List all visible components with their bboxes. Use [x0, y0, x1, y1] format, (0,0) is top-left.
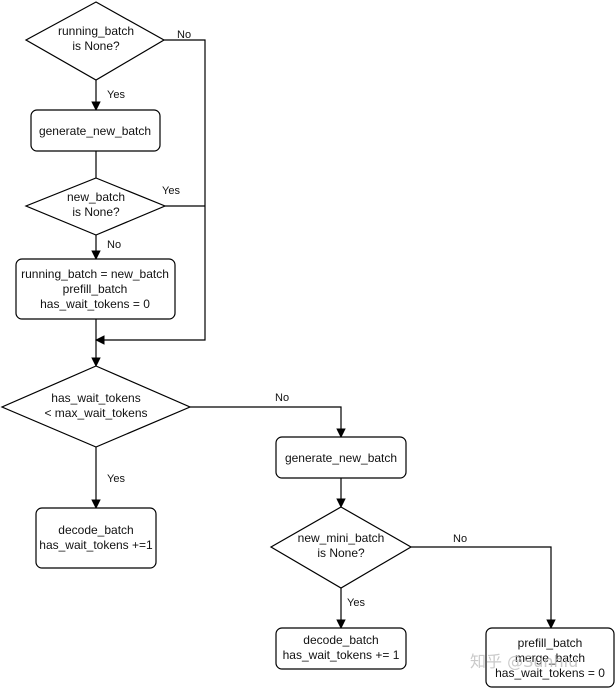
process-generate-new-batch-1-label: generate_new_batch [39, 124, 151, 138]
edge-labels: No Yes Yes No No Yes No Yes [107, 29, 467, 609]
process-decode-batch-2-line-1: decode_batch [303, 633, 378, 647]
decision-new-mini-batch: new_mini_batch is None? [269, 506, 413, 589]
process-prefill-running-batch-line-2: prefill_batch [63, 282, 128, 296]
label-d2-yes: Yes [162, 185, 180, 197]
label-d3-yes: Yes [107, 473, 125, 485]
process-decode-batch-2: decode_batch has_wait_tokens += 1 [275, 627, 407, 670]
process-prefill-running-batch-line-3: has_wait_tokens = 0 [40, 297, 150, 311]
decision-new-batch-line-1: new_batch [67, 190, 125, 204]
process-decode-batch-1-line-2: has_wait_tokens +=1 [39, 538, 153, 552]
label-d1-yes: Yes [107, 89, 125, 101]
edge-d4-no [411, 546, 556, 629]
label-d4-no: No [453, 533, 467, 545]
edge-d1-no [95, 39, 206, 345]
decision-new-batch-line-2: is None? [72, 205, 120, 219]
process-prefill-merge-batch-line-3: has_wait_tokens = 0 [495, 666, 605, 680]
process-generate-new-batch-2: generate_new_batch [275, 436, 407, 479]
process-generate-new-batch-2-label: generate_new_batch [285, 451, 397, 465]
label-d4-yes: Yes [347, 597, 365, 609]
process-prefill-running-batch-line-1: running_batch = new_batch [21, 267, 169, 281]
decision-new-batch: new_batch is None? [24, 177, 167, 236]
decision-running-batch-line-2: is None? [72, 39, 120, 53]
edges [91, 39, 556, 629]
process-prefill-merge-batch-line-1: prefill_batch [518, 636, 583, 650]
watermark: 知乎 @Sunhlu [470, 652, 578, 671]
decision-wait-tokens: has_wait_tokens < max_wait_tokens [0, 365, 192, 448]
label-d1-no: No [177, 29, 191, 41]
process-prefill-running-batch: running_batch = new_batch prefill_batch … [15, 258, 176, 320]
process-decode-batch-2-line-2: has_wait_tokens += 1 [283, 648, 400, 662]
decision-new-mini-batch-line-1: new_mini_batch [298, 531, 385, 545]
decision-running-batch: running_batch is None? [24, 1, 166, 81]
label-d2-no: No [107, 239, 121, 251]
process-generate-new-batch-1: generate_new_batch [30, 109, 161, 152]
process-decode-batch-1-line-1: decode_batch [58, 523, 133, 537]
process-decode-batch-1: decode_batch has_wait_tokens +=1 [35, 507, 157, 569]
decision-new-mini-batch-line-2: is None? [317, 546, 365, 560]
decision-wait-tokens-line-1: has_wait_tokens [51, 391, 140, 405]
decision-wait-tokens-line-2: < max_wait_tokens [44, 406, 147, 420]
process-prefill-merge-batch: prefill_batch merge_batch has_wait_token… [485, 627, 615, 688]
label-d3-no: No [275, 392, 289, 404]
process-prefill-merge-batch-line-2: merge_batch [515, 651, 585, 665]
edge-d3-no [190, 406, 346, 438]
decision-running-batch-line-1: running_batch [58, 24, 134, 38]
